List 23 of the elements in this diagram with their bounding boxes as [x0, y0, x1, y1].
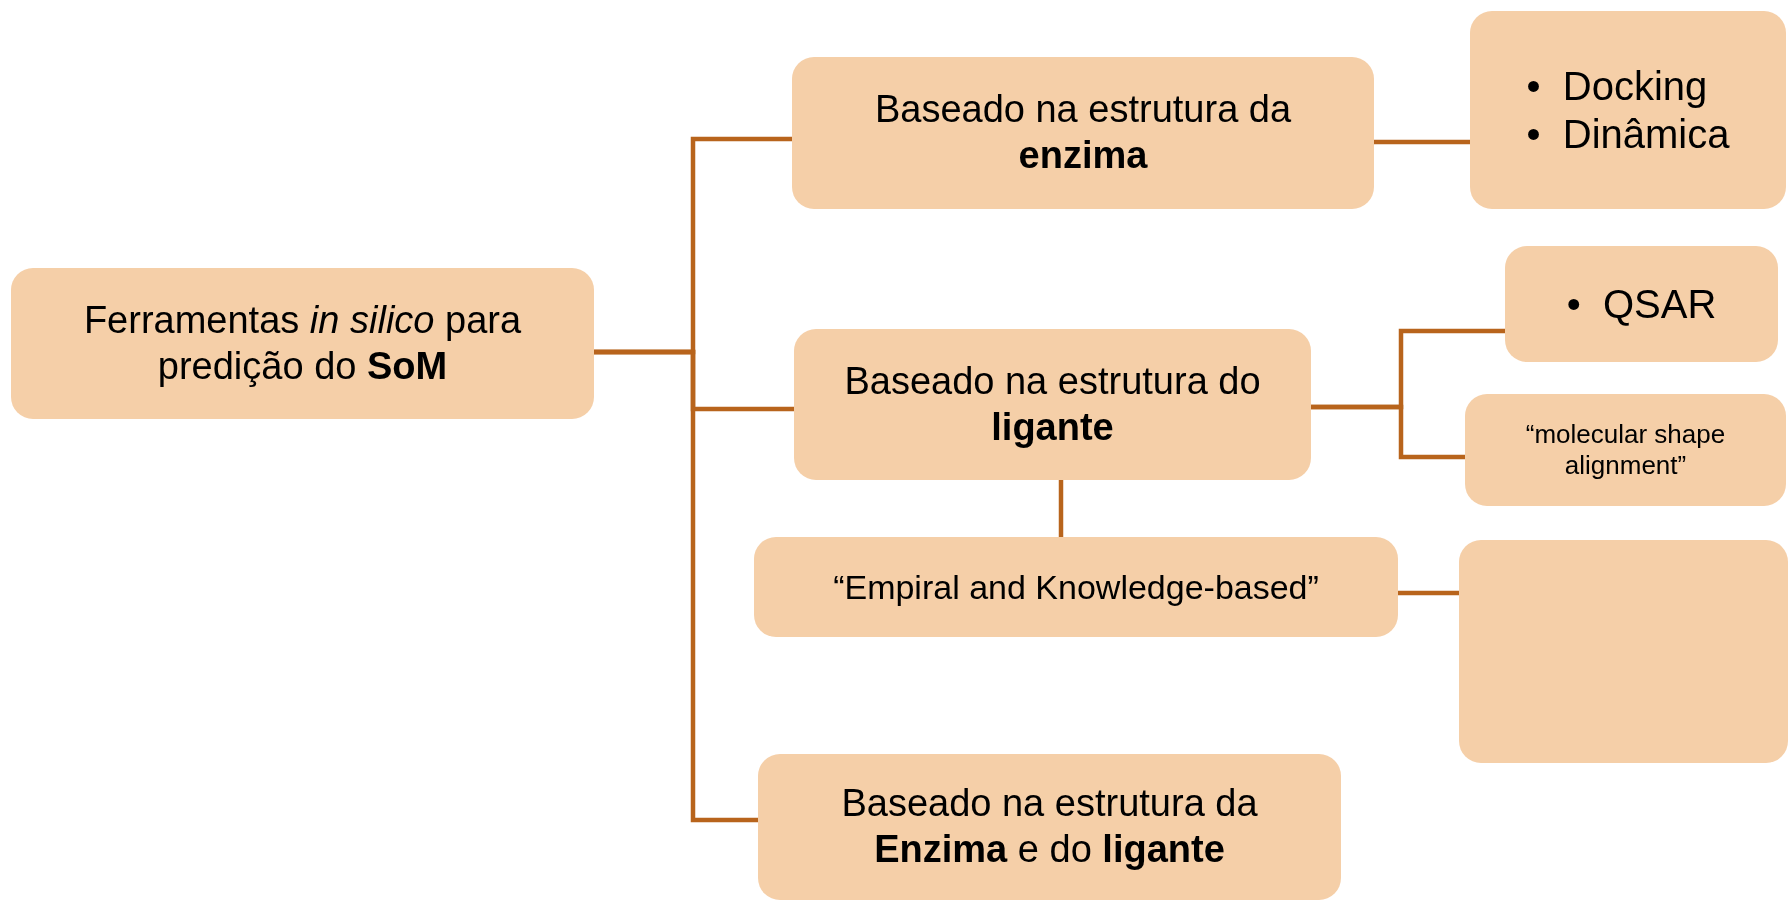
connector-line — [1398, 590, 1459, 596]
list-box — [1505, 246, 1778, 362]
list-item: • Dinâmica — [1526, 111, 1730, 158]
connector-line — [594, 349, 758, 823]
connector-line — [1311, 404, 1465, 460]
connector-line — [1058, 480, 1064, 537]
list-box — [1470, 11, 1786, 209]
rounded-box — [1459, 540, 1788, 763]
rounded-box — [794, 329, 1311, 480]
box-label: Baseado na estrutura da enzima — [873, 87, 1293, 178]
box-label: Baseado na estrutura do ligante — [843, 358, 1262, 450]
list-item: • QSAR — [1566, 281, 1717, 328]
box-label: “Empiral and Knowledge-based” — [833, 566, 1319, 608]
box-label: Baseado na estrutura da Enzima e do ligante — [840, 781, 1259, 872]
rounded-box — [11, 268, 594, 419]
rounded-box — [1465, 394, 1786, 506]
rounded-box — [758, 754, 1341, 900]
list-item: • Docking — [1526, 63, 1709, 110]
connector-line — [1374, 139, 1470, 145]
box-label: “molecular shape alignment” — [1524, 418, 1727, 482]
box-label: Ferramentas in silico para predição do SoM — [82, 297, 523, 389]
rounded-box — [792, 57, 1374, 209]
rounded-box — [754, 537, 1398, 637]
